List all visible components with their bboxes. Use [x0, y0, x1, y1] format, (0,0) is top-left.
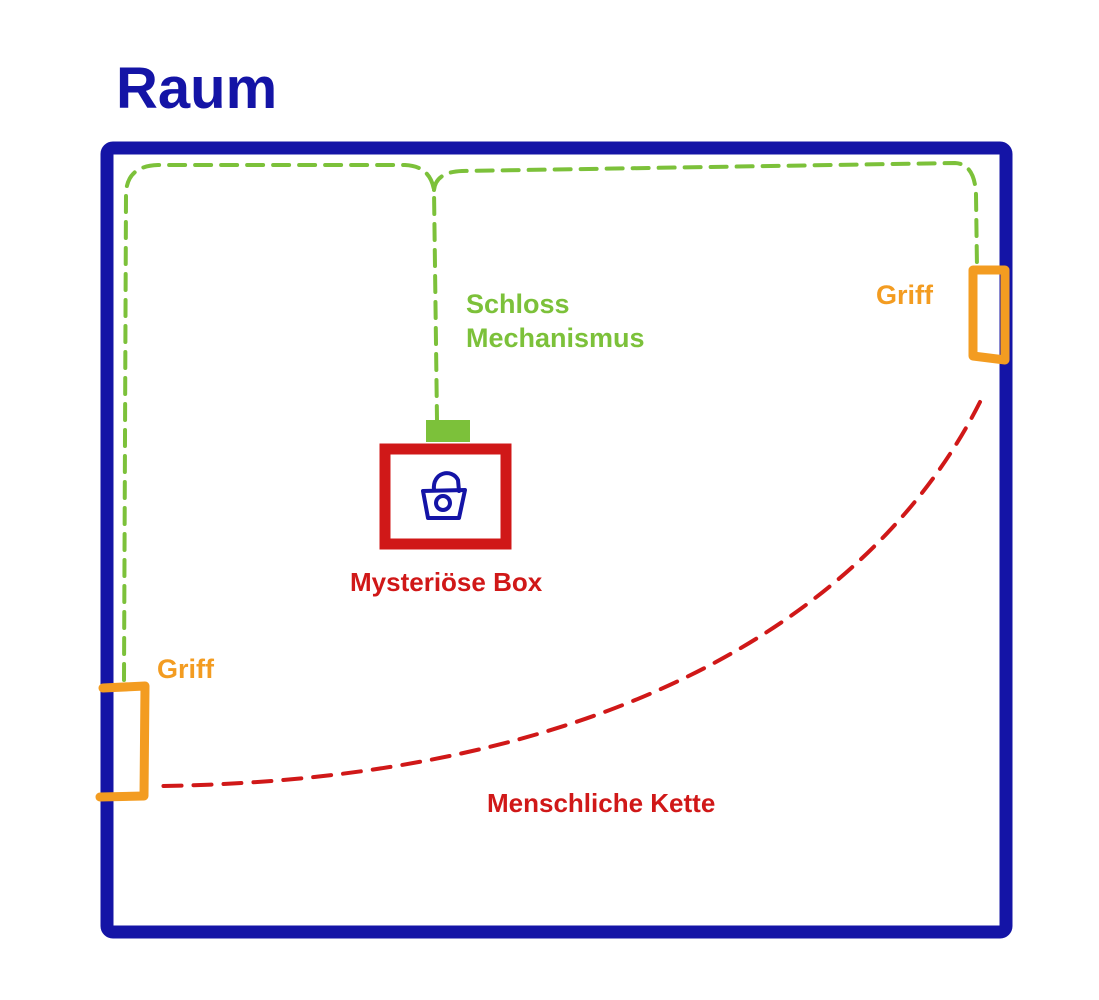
handle-left	[95, 681, 150, 802]
handle-right	[968, 265, 1010, 365]
mystery-box-label: Mysteriöse Box	[350, 567, 543, 597]
human-chain-label: Menschliche Kette	[487, 788, 716, 818]
mystery-box	[379, 443, 512, 550]
diagram-title: Raum	[116, 56, 278, 121]
handle-right-label: Griff	[876, 280, 933, 310]
lock-mechanism-label-line2: Mechanismus	[466, 323, 645, 353]
lock-mechanism-path	[122, 160, 979, 682]
lock-mechanism-label-line1: Schloss	[466, 289, 570, 319]
lock-mechanism-label: Schloss Mechanismus	[466, 287, 645, 355]
lock-mechanism-connector	[426, 420, 470, 442]
human-chain-path	[158, 400, 982, 788]
room-outline	[100, 141, 1013, 939]
handle-left-label: Griff	[157, 654, 214, 684]
padlock-icon	[421, 471, 467, 520]
